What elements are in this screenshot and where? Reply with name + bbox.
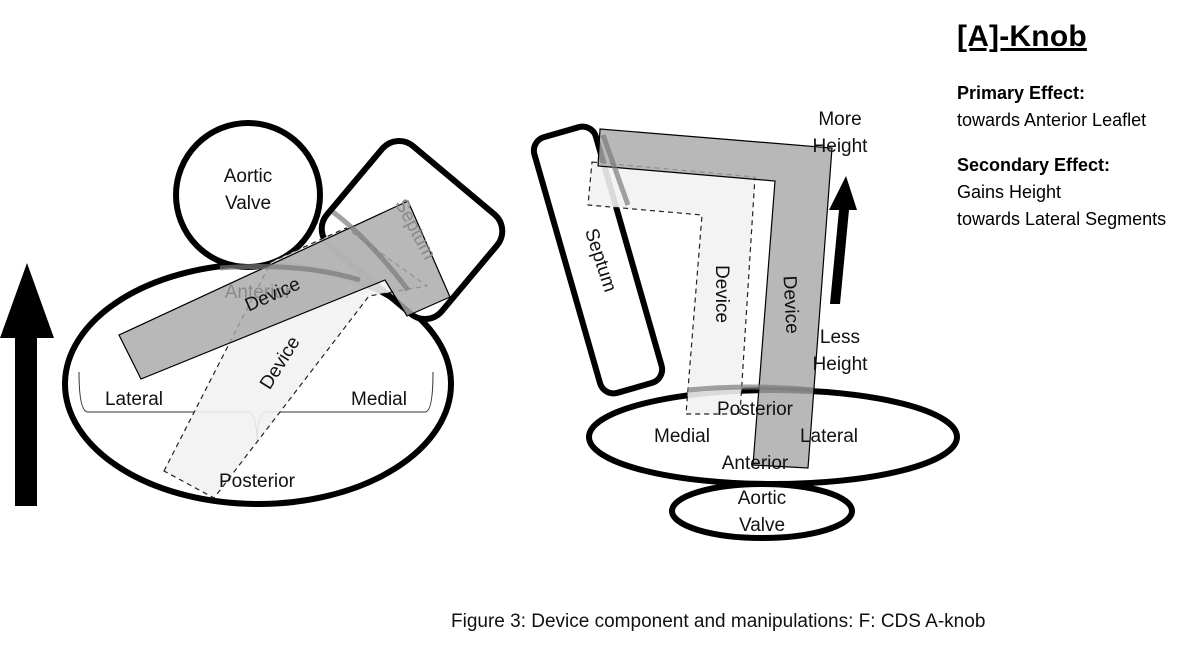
left-lateral-label: Lateral [105, 389, 163, 410]
more-height-label-1: More [818, 109, 861, 130]
right-view: Septum Device Device More Height Less He… [530, 109, 960, 541]
figure-caption: Figure 3: Device component and manipulat… [451, 611, 986, 632]
right-annulus-overlay [600, 134, 814, 393]
right-device-solid [597, 128, 833, 469]
more-height-label-2: Height [813, 136, 869, 157]
right-device-dashed-label: Device [711, 265, 732, 323]
secondary-effect-line-2: towards Lateral Segments [957, 209, 1167, 229]
height-arrow-icon [829, 176, 857, 304]
right-device-solid-label: Device [778, 275, 802, 334]
left-aortic-label-2: Valve [225, 193, 271, 214]
knob-description-panel: [A]-Knob Primary Effect: towards Anterio… [957, 20, 1166, 233]
right-anterior-label: Anterior [722, 453, 789, 474]
primary-effect-text: towards Anterior Leaflet [957, 110, 1147, 130]
right-posterior-label: Posterior [717, 399, 794, 420]
right-septum [530, 123, 666, 397]
left-view: Aortic Valve Septum Anterior Device Devi… [0, 120, 506, 507]
left-medial-label: Medial [351, 389, 407, 410]
knob-title: [A]-Knob [957, 20, 1087, 53]
left-aortic-label-1: Aortic [224, 166, 273, 187]
right-aortic-label-2: Valve [739, 515, 785, 536]
right-aortic-valve [669, 481, 855, 541]
right-medial-label: Medial [654, 426, 710, 447]
less-height-label-1: Less [820, 327, 860, 348]
left-posterior-label: Posterior [219, 471, 296, 492]
less-height-label-2: Height [813, 354, 869, 375]
left-anterior-label: Anterior [225, 282, 292, 303]
secondary-effect-heading: Secondary Effect: [957, 155, 1111, 175]
primary-effect-heading: Primary Effect: [957, 83, 1086, 103]
secondary-effect-line-1: Gains Height [957, 182, 1062, 202]
right-lateral-label: Lateral [800, 426, 858, 447]
left-annulus-overlay [219, 210, 410, 292]
up-arrow-icon [0, 263, 54, 506]
right-aortic-label-1: Aortic [738, 488, 787, 509]
